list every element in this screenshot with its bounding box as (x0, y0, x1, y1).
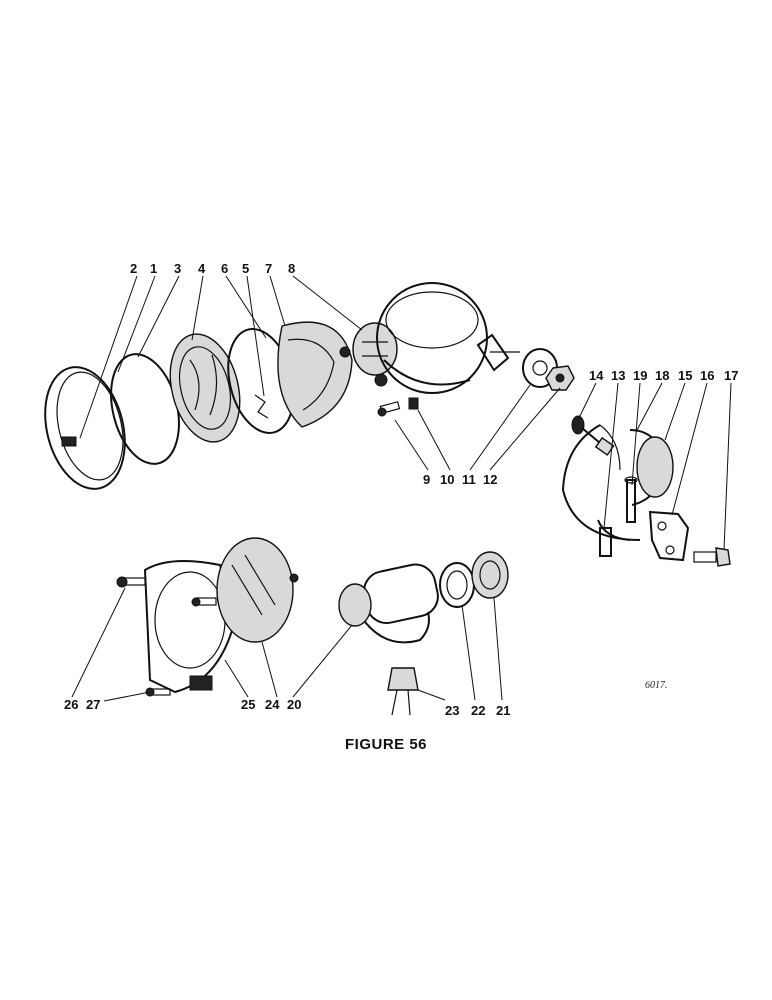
callout-26: 26 (64, 697, 78, 712)
callout-8: 8 (288, 261, 295, 276)
callout-27: 27 (86, 697, 100, 712)
callout-14: 14 (589, 368, 604, 383)
callout-10: 10 (440, 472, 454, 487)
rim-part (44, 366, 126, 490)
callout-23: 23 (445, 703, 459, 718)
screw-9-part (377, 401, 401, 417)
reflector-part (277, 321, 353, 428)
nut-10-part (408, 397, 419, 410)
callout-16: 16 (700, 368, 714, 383)
sleeve-13-part (599, 527, 612, 557)
callout-19: 19 (633, 368, 647, 383)
bolt-17-part (693, 547, 731, 567)
callout-7: 7 (265, 261, 272, 276)
clamp-16-part (648, 510, 690, 562)
callout-9: 9 (423, 472, 430, 487)
callout-17: 17 (724, 368, 738, 383)
lens-unit-part (169, 333, 241, 443)
callout-11: 11 (462, 472, 476, 487)
callout-5: 5 (242, 261, 249, 276)
screw-25-part (191, 597, 217, 607)
callout-21: 21 (496, 703, 510, 718)
pin-19-part (624, 476, 638, 523)
callout-24: 24 (265, 697, 280, 712)
callout-12: 12 (483, 472, 497, 487)
callout-18: 18 (655, 368, 669, 383)
socket-housing-part (338, 563, 439, 644)
callout-labels: 2 1 3 4 6 5 7 8 9 10 11 12 14 13 19 18 1… (64, 261, 738, 718)
side-lamp-lens-part (216, 537, 299, 643)
callout-20: 20 (287, 697, 301, 712)
cap-21-part (471, 551, 509, 599)
headlamp-shell-part (376, 282, 520, 394)
side-bracket-part (561, 424, 674, 541)
callout-4: 4 (198, 261, 206, 276)
callout-2: 2 (130, 261, 137, 276)
bulb-holder-23-part (387, 667, 419, 716)
stud-14-part (571, 415, 615, 456)
screw-26-part (116, 576, 146, 588)
callout-13: 13 (611, 368, 625, 383)
nut-12-part (545, 365, 575, 391)
drawing-number: 6017. (645, 680, 668, 691)
callout-25: 25 (241, 697, 255, 712)
callout-3: 3 (174, 261, 181, 276)
figure-caption: FIGURE 56 (344, 736, 428, 753)
callout-15: 15 (678, 368, 692, 383)
callout-22: 22 (471, 703, 485, 718)
leader-lines (71, 275, 732, 702)
callout-1: 1 (150, 261, 157, 276)
washer-22-part (439, 562, 475, 608)
callout-6: 6 (221, 261, 228, 276)
